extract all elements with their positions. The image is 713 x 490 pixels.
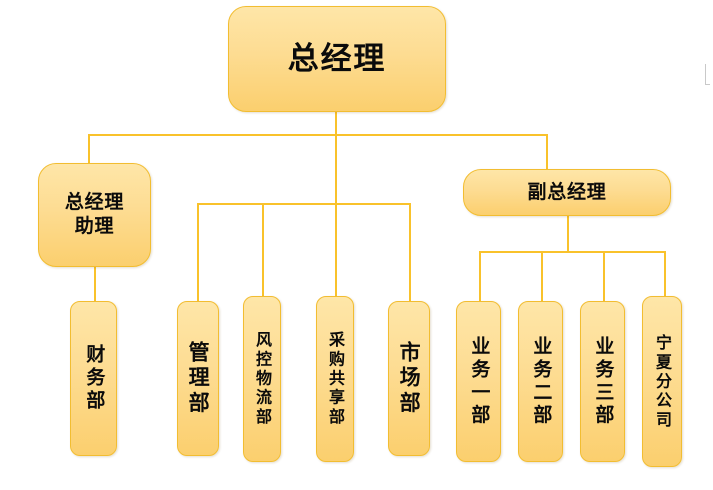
node-dept-market-label: 市场部 (397, 340, 422, 417)
node-gm-assistant[interactable]: 总经理 助理 (38, 163, 151, 267)
node-dept-finance-label: 财务部 (83, 344, 106, 413)
node-dept-business-2-label: 业务二部 (530, 335, 553, 428)
node-dept-procurement[interactable]: 采购共享部 (316, 296, 354, 462)
node-dept-procurement-label: 采购共享部 (326, 331, 345, 427)
node-dept-admin[interactable]: 管理部 (177, 301, 219, 456)
node-dept-admin-label: 管理部 (186, 340, 211, 417)
connector-to-assistant (88, 134, 90, 163)
node-dept-business-1-label: 业务一部 (468, 335, 491, 428)
connector-assistant-to-finance (94, 267, 96, 301)
connector-root-stem (335, 112, 337, 136)
node-dept-business-2[interactable]: 业务二部 (518, 301, 563, 462)
edge-artifact-foot (705, 84, 710, 85)
node-dept-risk-logistics[interactable]: 风控物流部 (243, 296, 281, 462)
node-dept-market[interactable]: 市场部 (388, 301, 430, 456)
connector-center-stem (335, 134, 337, 204)
node-dept-business-3[interactable]: 业务三部 (580, 301, 625, 462)
connector-to-deputy (546, 134, 548, 169)
node-dept-finance[interactable]: 财务部 (70, 301, 117, 456)
connector-to-market (409, 203, 411, 301)
connector-to-riskctrl (262, 203, 264, 296)
node-gm-assistant-label: 总经理 助理 (64, 191, 125, 237)
node-dept-risk-logistics-label: 风控物流部 (253, 331, 272, 427)
connector-right-dept-bus (479, 251, 665, 253)
edge-artifact-mark (705, 64, 706, 85)
connector-to-biz3 (603, 251, 605, 301)
connector-to-ningxia (664, 251, 666, 296)
connector-middle-dept-bus (197, 203, 410, 205)
node-dept-business-3-label: 业务三部 (592, 335, 615, 428)
node-dept-ningxia-branch[interactable]: 宁夏分公司 (642, 296, 682, 467)
connector-level2-bus (88, 134, 547, 136)
node-dept-ningxia-branch-label: 宁夏分公司 (653, 333, 672, 430)
connector-to-biz2 (541, 251, 543, 301)
node-general-manager-label: 总经理 (287, 40, 387, 77)
node-dept-business-1[interactable]: 业务一部 (456, 301, 501, 462)
node-general-manager[interactable]: 总经理 (228, 6, 446, 112)
connector-to-biz1 (479, 251, 481, 301)
connector-to-procure (335, 203, 337, 296)
node-deputy-gm[interactable]: 副总经理 (463, 169, 671, 216)
connector-to-admin (197, 203, 199, 301)
connector-deputy-stem (567, 216, 569, 251)
node-deputy-gm-label: 副总经理 (527, 180, 607, 203)
